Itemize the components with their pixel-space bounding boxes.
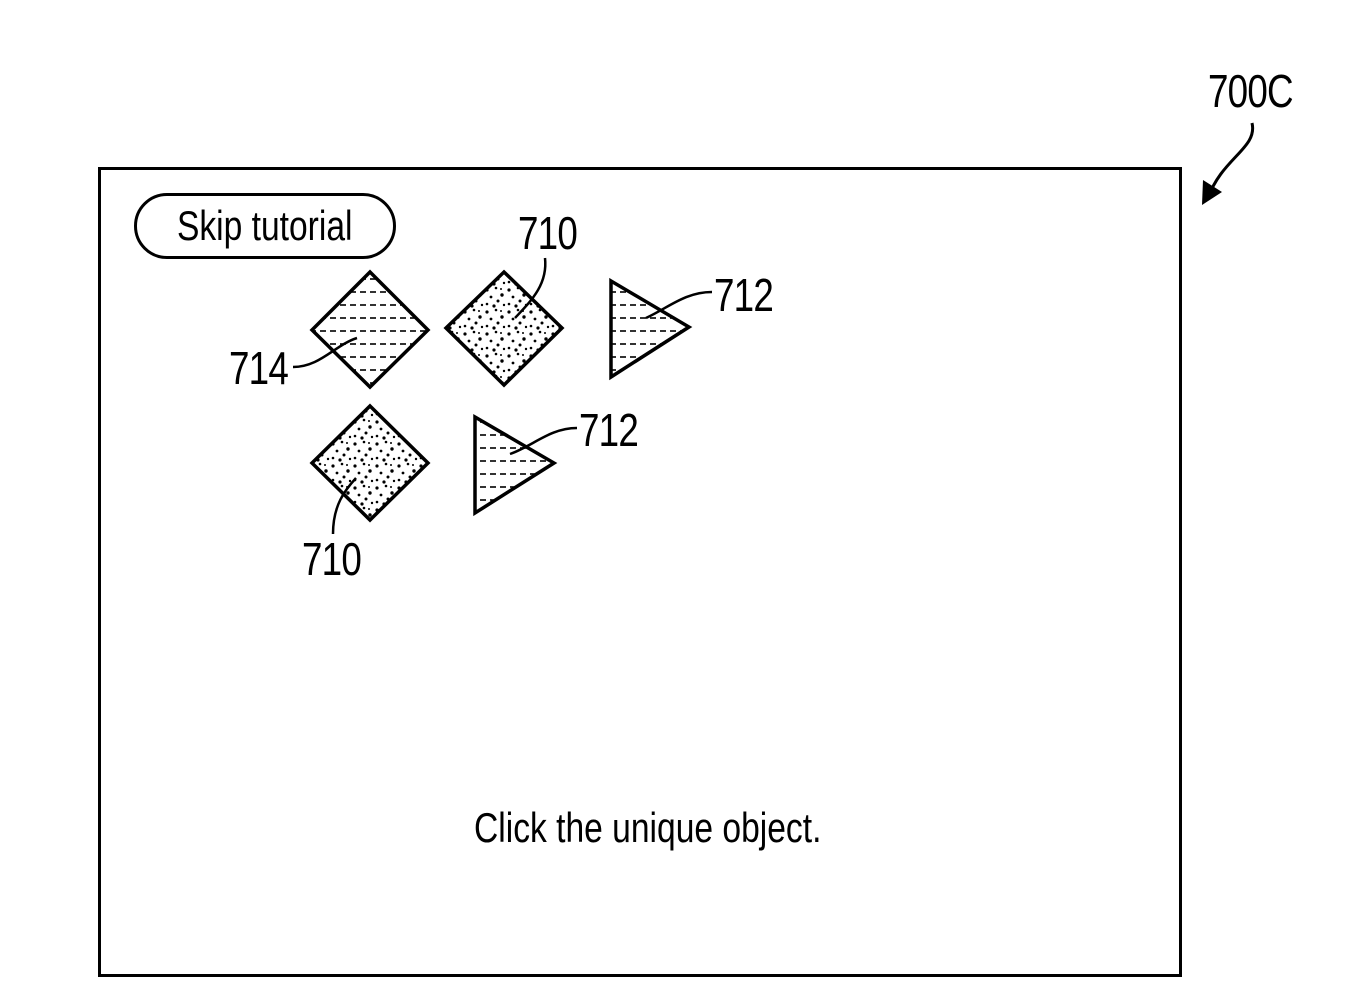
ref-label-712-bottom: 712 — [579, 403, 638, 457]
ref-label-712-top: 712 — [714, 268, 773, 322]
ref-label-710-top: 710 — [518, 206, 577, 260]
instruction-text: Click the unique object. — [474, 804, 821, 852]
skip-tutorial-label: Skip tutorial — [177, 202, 353, 250]
figure-pointer-arrow — [1208, 123, 1253, 198]
ref-label-710-bottom: 710 — [302, 532, 361, 586]
skip-tutorial-button[interactable]: Skip tutorial — [134, 193, 396, 259]
ref-label-714: 714 — [229, 341, 288, 395]
figure-pointer-arrowhead — [1202, 180, 1222, 205]
screen-frame — [98, 167, 1182, 977]
